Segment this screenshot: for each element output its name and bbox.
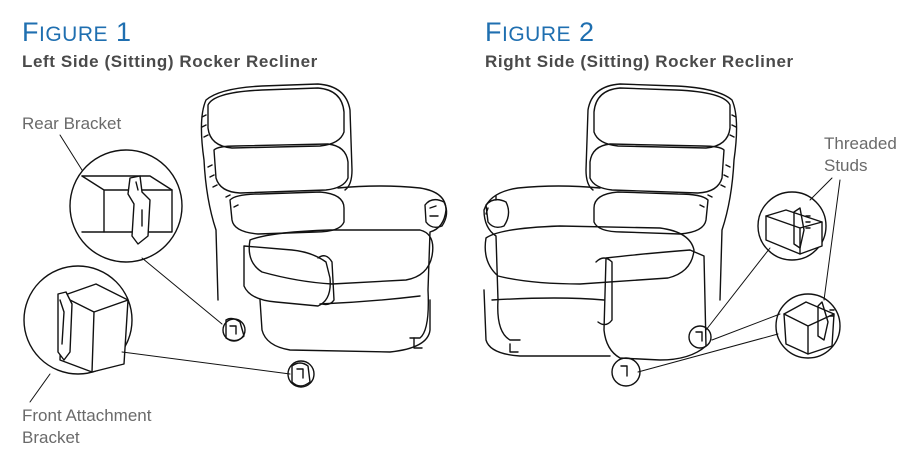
- left-leader-lines: [29, 134, 291, 403]
- front-bracket-label-line2: Bracket: [22, 428, 80, 447]
- threaded-studs-label-line2: Studs: [824, 156, 868, 175]
- right-recliner-illustration: [483, 83, 738, 387]
- rear-bracket-detail: [69, 149, 183, 263]
- figure1-title: FIGURE 1: [22, 19, 132, 46]
- figure1-title-number: 1: [116, 17, 132, 47]
- front-bracket-label: Front Attachment Bracket: [22, 405, 151, 449]
- threaded-studs-detail-lower: [775, 293, 841, 359]
- front-bracket-label-line1: Front Attachment: [22, 406, 152, 425]
- front-bracket-detail: [23, 265, 133, 375]
- threaded-studs-detail-upper: [757, 191, 827, 261]
- threaded-studs-label: Threaded Studs: [824, 133, 897, 177]
- rear-bracket-label: Rear Bracket: [22, 114, 122, 133]
- figure2-title: FIGURE 2: [485, 19, 595, 46]
- figure1-title-rest: IGURE: [39, 23, 109, 46]
- figure2-title-rest: IGURE: [502, 23, 572, 46]
- figure1-subtitle: Left Side (Sitting) Rocker Recliner: [22, 52, 318, 71]
- threaded-studs-label-line1: Threaded: [824, 134, 897, 153]
- figure2-subtitle: Right Side (Sitting) Rocker Recliner: [485, 52, 794, 71]
- left-recliner-illustration: [200, 83, 448, 388]
- figure2-title-initial: F: [485, 17, 502, 47]
- right-leader-lines: [637, 177, 841, 373]
- figure1-title-initial: F: [22, 17, 39, 47]
- figure2-title-number: 2: [579, 17, 595, 47]
